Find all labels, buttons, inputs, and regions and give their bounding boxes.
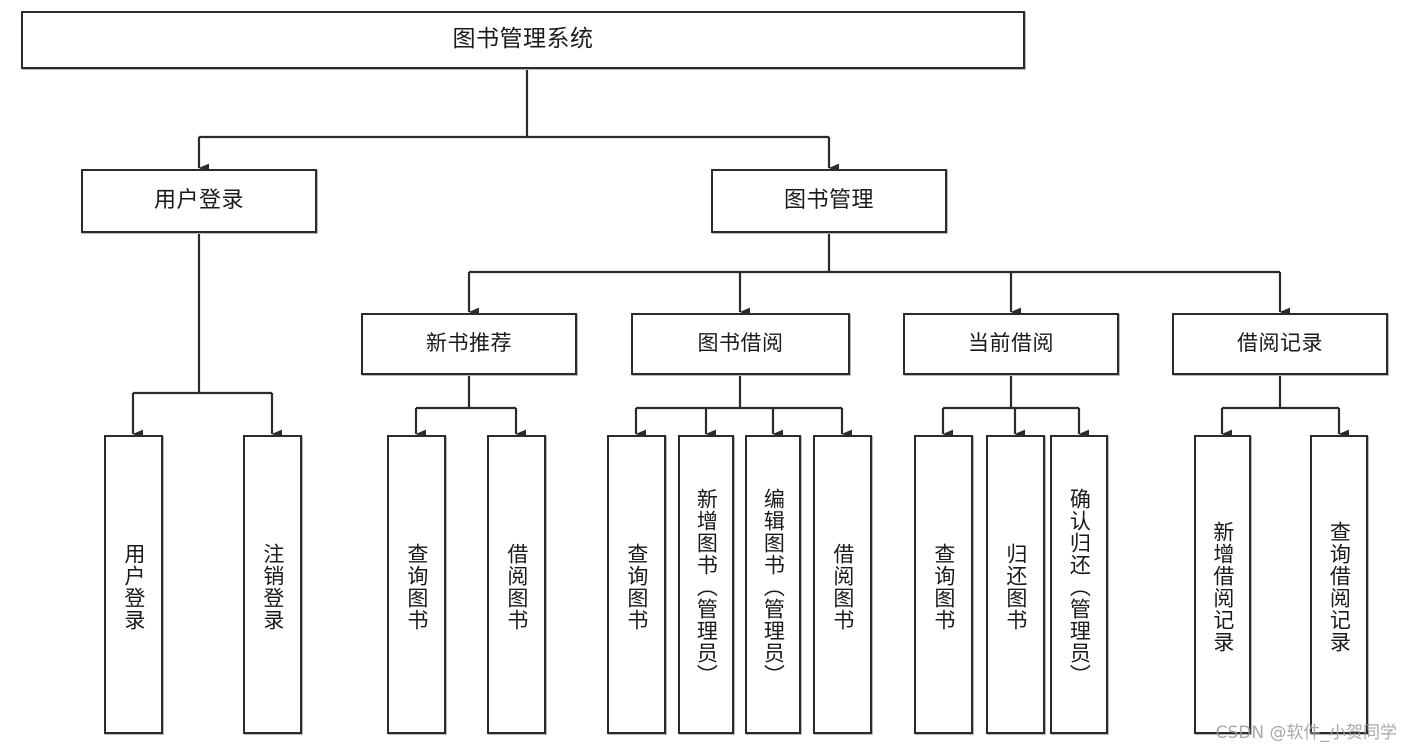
node-label: 图书管理系统 — [452, 26, 594, 53]
node-label: 图书借阅 — [697, 331, 784, 356]
node-label: 用户登录 — [153, 187, 244, 213]
node-current-borrowing[interactable]: 当前借阅 — [903, 313, 1119, 375]
node-leaf-borrow-book[interactable]: 借阅图书 — [813, 435, 872, 734]
connector-bus — [416, 375, 516, 410]
connector-bus — [636, 375, 842, 410]
node-label: 图书管理 — [783, 187, 874, 213]
node-label: 借阅记录 — [1237, 331, 1323, 356]
node-leaf-borrow-query-book[interactable]: 查询图书 — [607, 435, 666, 734]
node-label: 确认归还（管理员） — [1067, 487, 1092, 686]
node-user-login-module[interactable]: 用户登录 — [81, 169, 317, 233]
node-label: 查询图书 — [931, 542, 956, 631]
node-leaf-new-borrow-book[interactable]: 借阅图书 — [487, 435, 546, 734]
node-leaf-return-book[interactable]: 归还图书 — [986, 435, 1045, 734]
node-borrowing-records[interactable]: 借阅记录 — [1172, 313, 1388, 375]
node-label: 新增图书（管理员） — [694, 487, 719, 686]
node-label: 用户登录 — [121, 542, 146, 631]
node-leaf-edit-book-admin[interactable]: 编辑图书（管理员） — [745, 435, 801, 734]
node-label: 新增借阅记录 — [1210, 520, 1235, 653]
node-label: 注销登录 — [260, 542, 285, 631]
node-leaf-add-borrow-record[interactable]: 新增借阅记录 — [1194, 435, 1251, 734]
node-label: 编辑图书（管理员） — [761, 487, 786, 686]
node-label: 查询借阅记录 — [1327, 520, 1352, 653]
node-label: 当前借阅 — [968, 331, 1054, 356]
node-leaf-user-login[interactable]: 用户登录 — [104, 435, 163, 734]
node-leaf-new-query-book[interactable]: 查询图书 — [387, 435, 446, 734]
node-leaf-add-book-admin[interactable]: 新增图书（管理员） — [678, 435, 734, 734]
connector-bus — [943, 375, 1079, 410]
node-new-book-recommendation[interactable]: 新书推荐 — [361, 313, 577, 375]
node-leaf-user-logout[interactable]: 注销登录 — [243, 435, 302, 734]
connector-bus — [1222, 375, 1339, 410]
node-leaf-current-query-book[interactable]: 查询图书 — [914, 435, 973, 734]
connector-bus — [469, 233, 1280, 274]
node-label: 归还图书 — [1003, 542, 1028, 631]
csdn-watermark: CSDN @软件_小贺同学 — [1215, 723, 1397, 743]
node-root-book-management-system[interactable]: 图书管理系统 — [21, 11, 1025, 69]
node-book-borrowing[interactable]: 图书借阅 — [631, 313, 850, 375]
node-label: 查询图书 — [624, 542, 649, 631]
node-leaf-query-borrow-record[interactable]: 查询借阅记录 — [1310, 435, 1368, 734]
connector-bus — [199, 69, 829, 139]
connector-bus — [133, 233, 272, 395]
node-leaf-confirm-return-admin[interactable]: 确认归还（管理员） — [1050, 435, 1108, 734]
node-label: 借阅图书 — [830, 542, 855, 631]
node-label: 查询图书 — [404, 542, 429, 631]
node-label: 借阅图书 — [504, 542, 529, 631]
node-book-management-module[interactable]: 图书管理 — [711, 169, 947, 233]
node-label: 新书推荐 — [426, 331, 512, 356]
